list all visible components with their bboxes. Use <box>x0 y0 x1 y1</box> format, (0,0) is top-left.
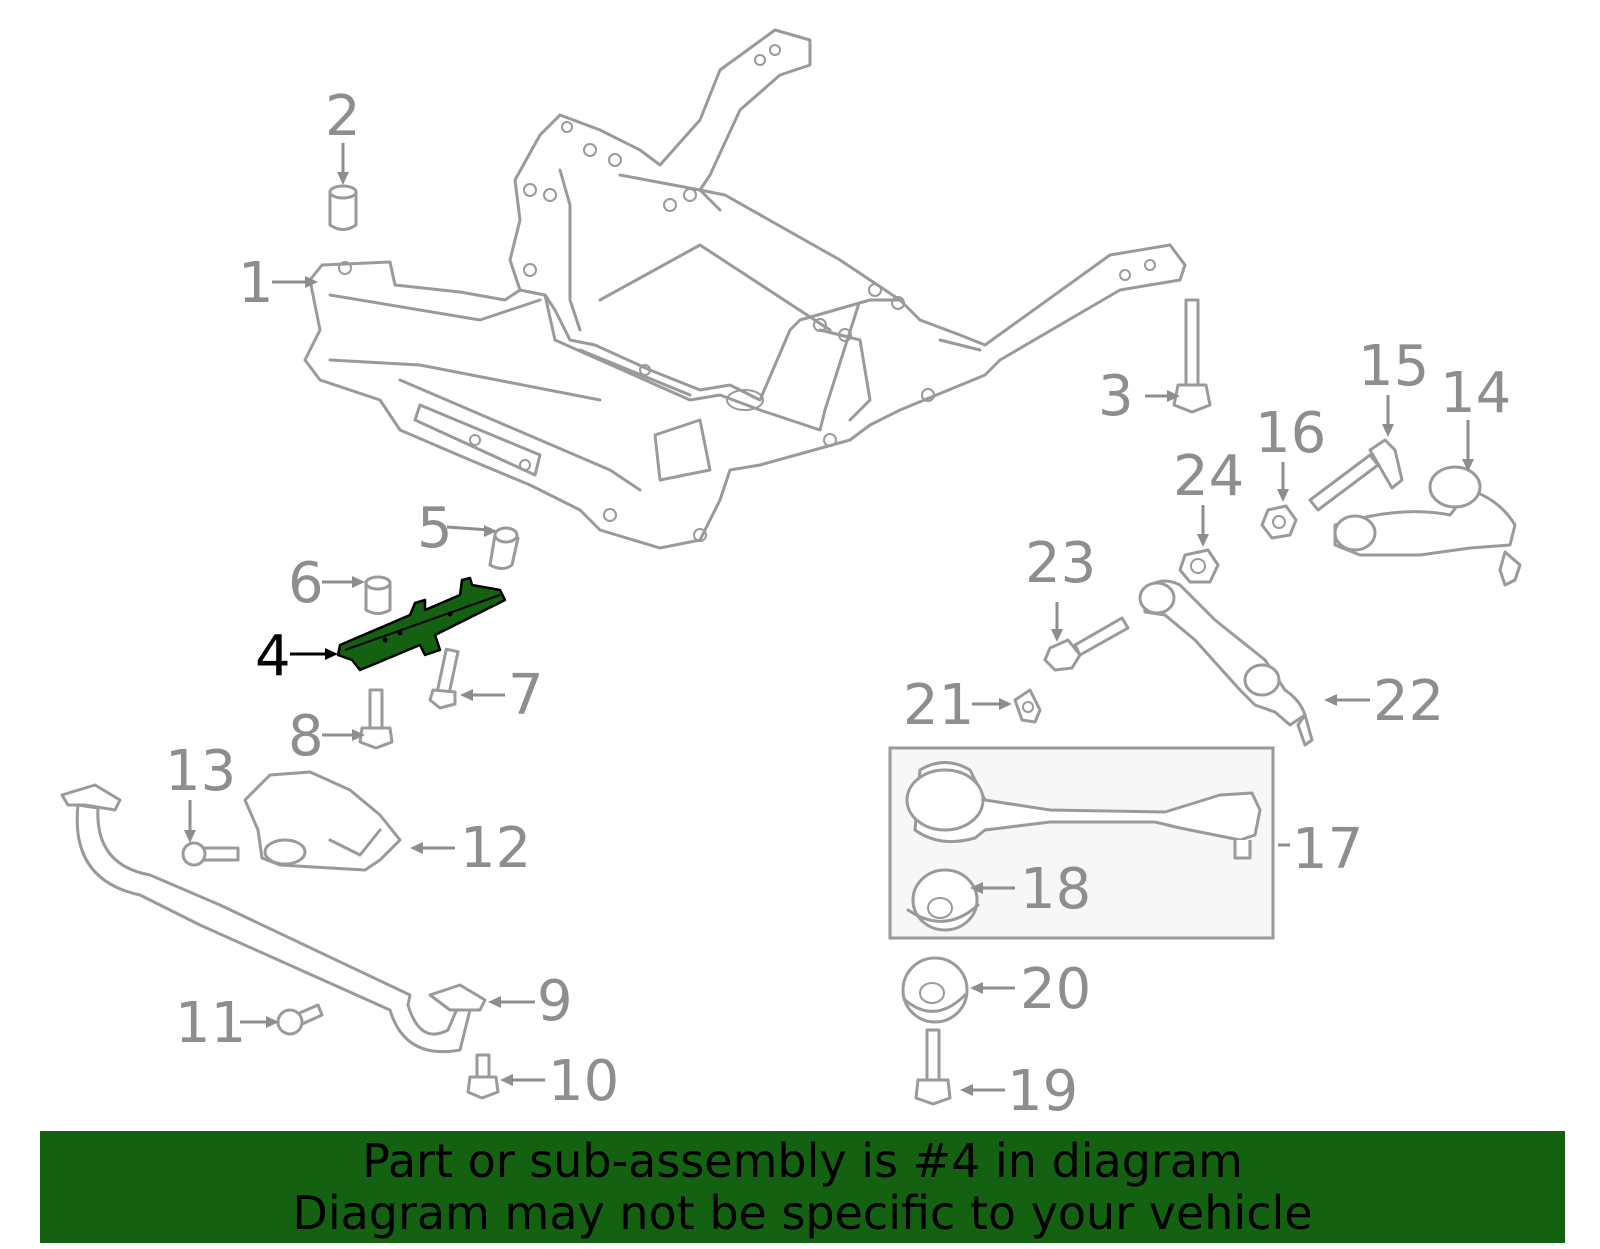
info-banner: Part or sub-assembly is #4 in diagram Di… <box>40 1131 1565 1243</box>
callout-22: 22 <box>1373 669 1444 734</box>
callout-2: 2 <box>325 84 361 149</box>
callout-labels: 1 2 3 4 5 6 7 8 9 10 11 12 13 14 15 16 1… <box>165 84 1511 1124</box>
part-3-bolt[interactable] <box>1172 298 1212 414</box>
part-13-bolt[interactable] <box>181 841 240 867</box>
part-20-bushing[interactable] <box>901 956 969 1024</box>
callout-9: 9 <box>537 969 573 1034</box>
callout-4: 4 <box>255 624 291 689</box>
callout-20: 20 <box>1020 957 1091 1022</box>
callout-19: 19 <box>1007 1059 1078 1124</box>
part-21-clip[interactable] <box>1013 688 1042 724</box>
part-5-bushing[interactable] <box>488 526 520 570</box>
callout-16: 16 <box>1255 401 1326 466</box>
banner-line-1: Part or sub-assembly is #4 in diagram <box>362 1134 1243 1188</box>
part-12-bracket[interactable] <box>243 770 402 872</box>
part-9-stabilizer-bar[interactable] <box>60 783 487 1054</box>
part-4-bracket[interactable] <box>336 576 507 672</box>
callout-3: 3 <box>1098 364 1134 429</box>
callout-7: 7 <box>508 663 544 728</box>
callout-11: 11 <box>175 991 246 1056</box>
callout-arrows <box>184 143 1474 1096</box>
callout-18: 18 <box>1020 857 1091 922</box>
callout-14: 14 <box>1440 361 1511 426</box>
part-2-bushing[interactable] <box>328 184 358 231</box>
part-17-group-box[interactable] <box>888 746 1275 940</box>
callout-17: 17 <box>1292 817 1363 882</box>
part-6-bushing[interactable] <box>364 575 392 615</box>
callout-21: 21 <box>903 673 974 738</box>
banner-line-2: Diagram may not be specific to your vehi… <box>292 1186 1313 1240</box>
callout-24: 24 <box>1173 444 1244 509</box>
part-15-link[interactable] <box>1308 438 1404 512</box>
part-16-nut[interactable] <box>1260 504 1298 540</box>
part-11-bolt[interactable] <box>276 1003 324 1036</box>
callout-13: 13 <box>165 739 236 804</box>
callout-12: 12 <box>460 816 531 881</box>
callout-15: 15 <box>1358 334 1429 399</box>
part-7-bolt[interactable] <box>428 647 460 710</box>
part-10-bolt[interactable] <box>466 1053 500 1100</box>
callout-23: 23 <box>1025 531 1096 596</box>
callout-10: 10 <box>548 1049 619 1114</box>
callout-6: 6 <box>288 551 324 616</box>
part-22-lower-arm[interactable] <box>1138 579 1314 747</box>
part-8-bolt[interactable] <box>358 688 394 750</box>
part-24-mount[interactable] <box>1178 548 1220 584</box>
part-14-upper-arm[interactable] <box>1333 465 1522 587</box>
callout-5: 5 <box>417 496 453 561</box>
callout-1: 1 <box>238 251 274 316</box>
callout-8: 8 <box>288 704 324 769</box>
part-23-bolt[interactable] <box>1043 616 1130 672</box>
part-1-subframe[interactable] <box>303 28 1187 550</box>
part-19-bolt[interactable] <box>914 1028 952 1106</box>
